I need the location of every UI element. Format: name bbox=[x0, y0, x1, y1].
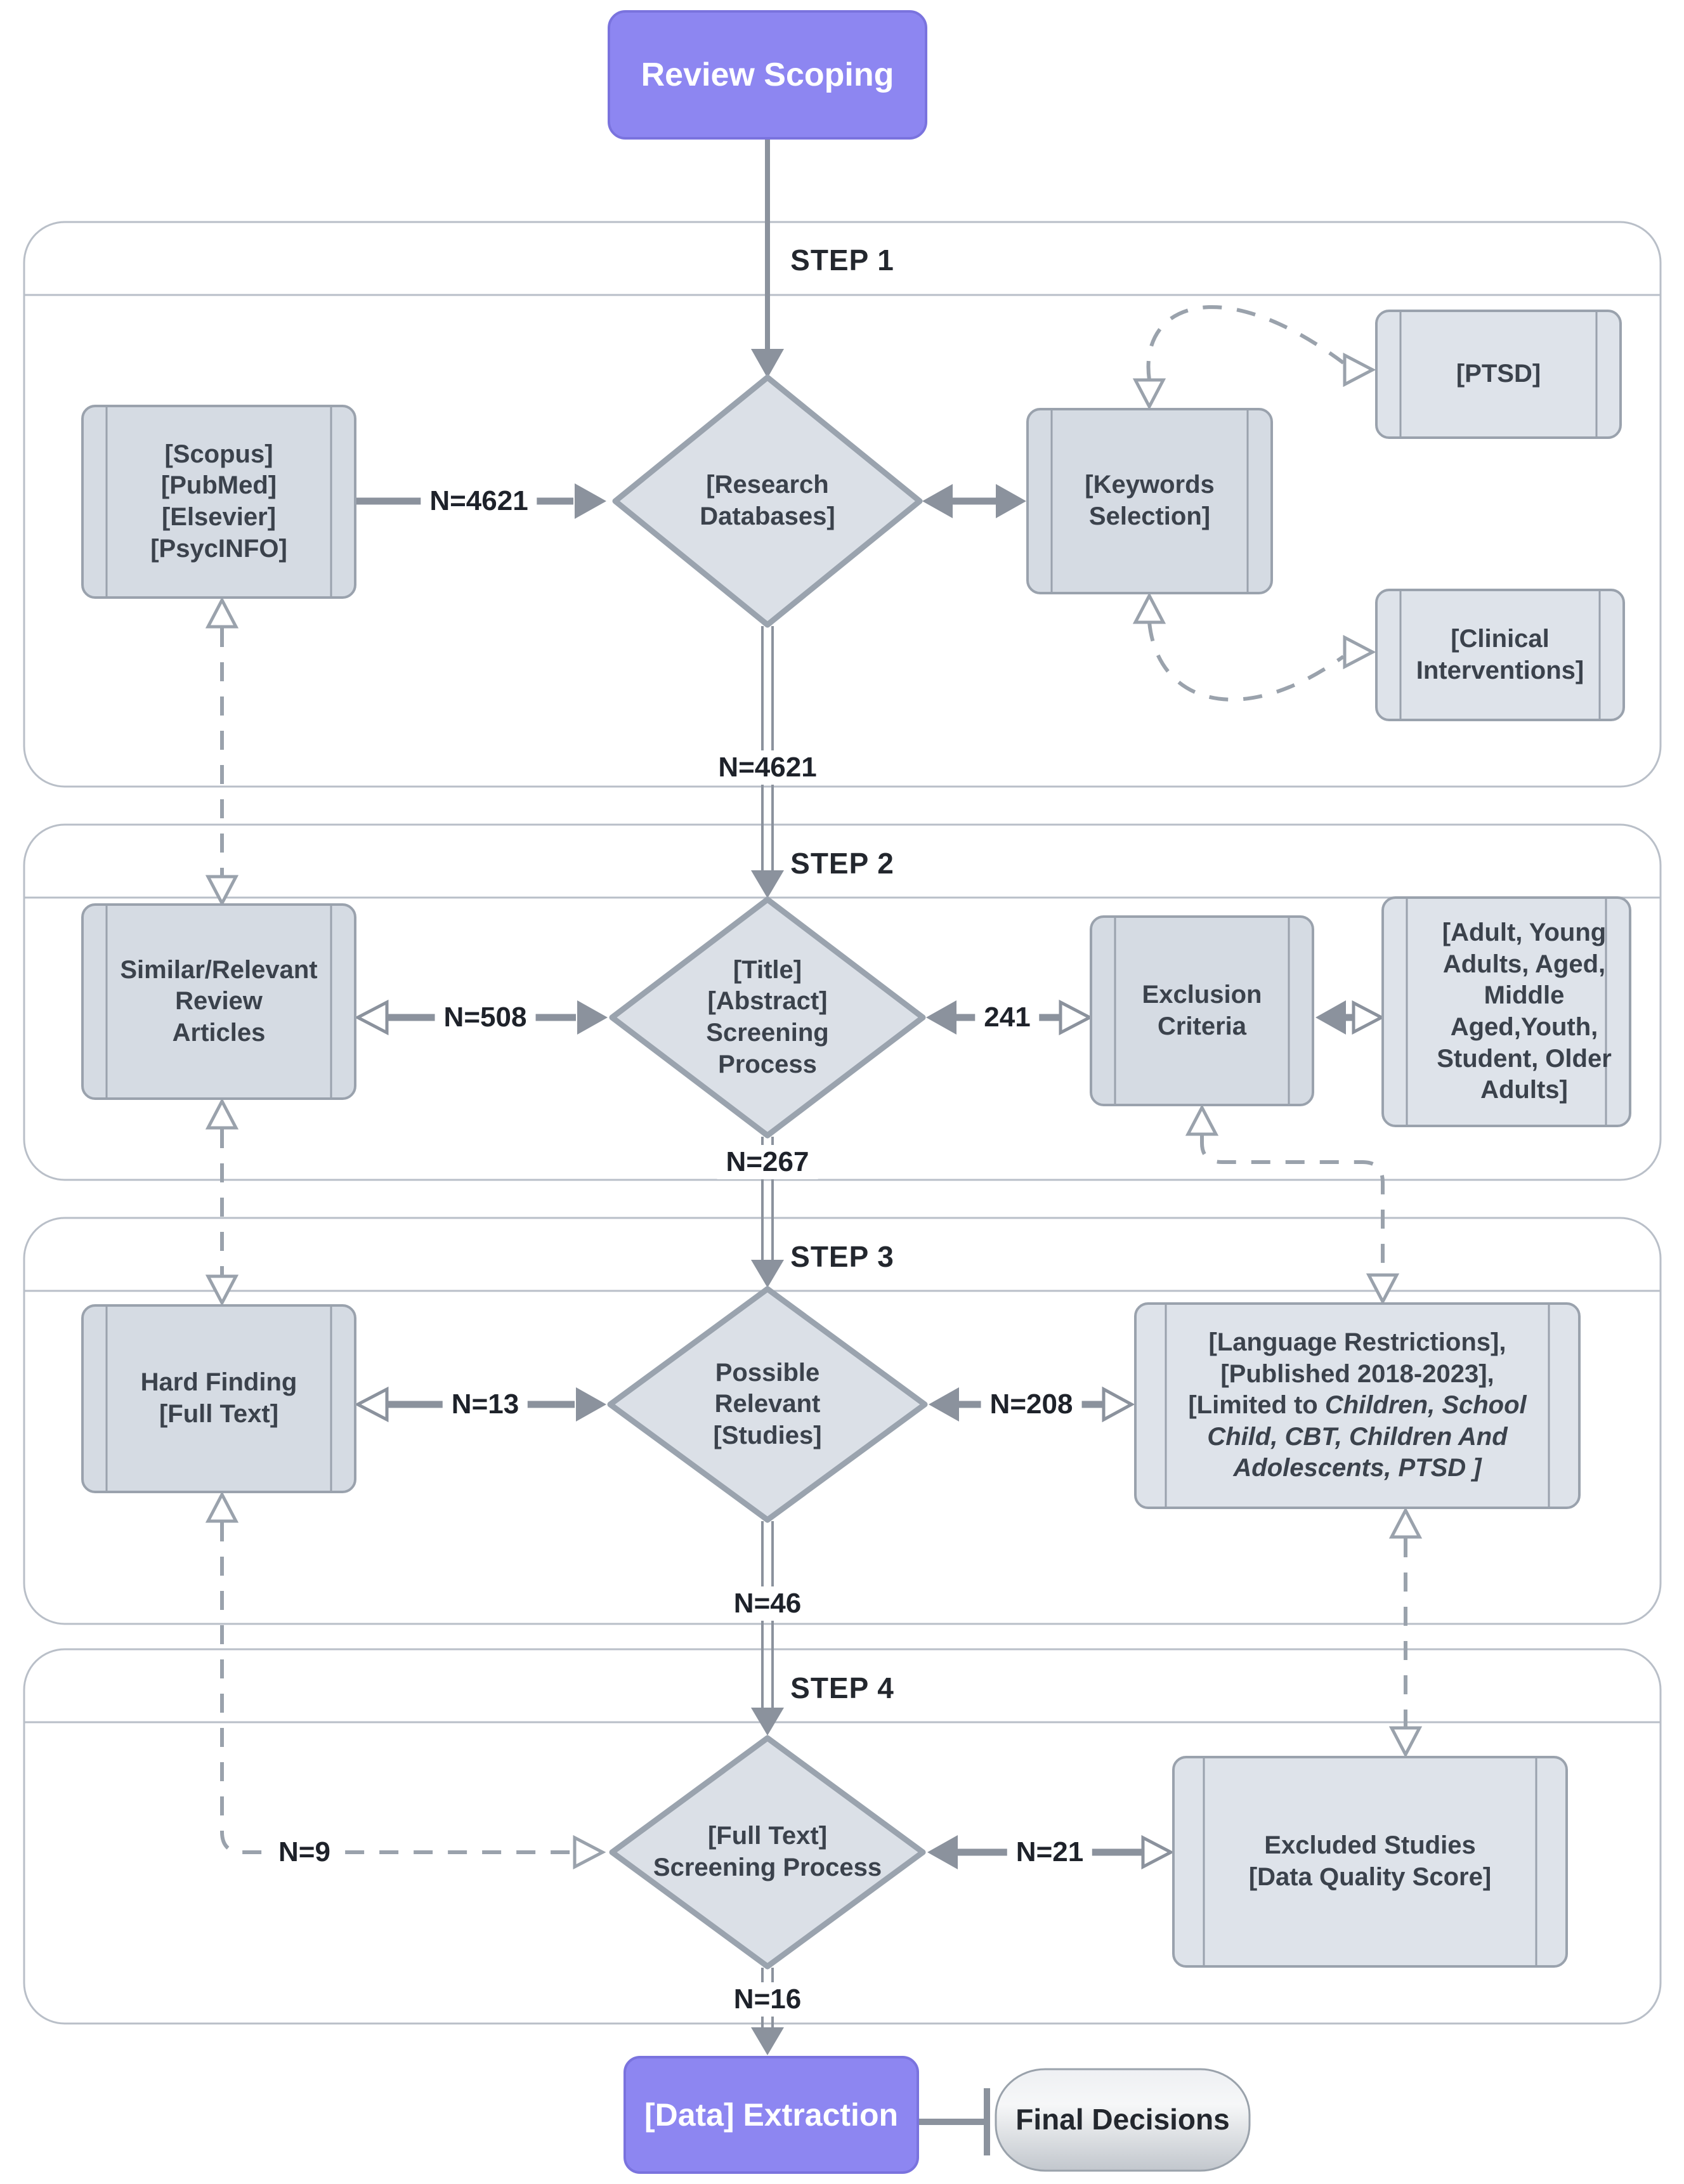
databases-node bbox=[81, 405, 356, 599]
start-node bbox=[608, 10, 927, 140]
arrow-start-to-research bbox=[751, 138, 784, 378]
dashed-hardfinding-to-fulltext bbox=[205, 1491, 606, 1870]
research-databases-diamond bbox=[612, 374, 923, 628]
connector-extraction-to-final bbox=[919, 2088, 990, 2155]
edge-label-databases-to-research: N=4621 bbox=[421, 484, 537, 518]
edge-label-relevant-to-full-text: N=46 bbox=[724, 1586, 811, 1621]
exclusion-criteria-node bbox=[1090, 915, 1314, 1106]
edge-label-relevant-to-hard-finding: N=13 bbox=[442, 1387, 528, 1422]
dashed-exclusion-to-restrictions bbox=[1185, 1104, 1400, 1305]
data-extraction-node bbox=[623, 2056, 919, 2174]
title-abstract-diamond bbox=[609, 896, 926, 1139]
keywords-selection-node bbox=[1026, 408, 1273, 594]
dashed-databases-similar bbox=[205, 596, 239, 907]
edge-label-full-text-to-extraction: N=16 bbox=[724, 1982, 811, 2017]
arrow-exclusion-to-ageterms bbox=[1315, 1000, 1385, 1035]
final-decisions-node bbox=[995, 2068, 1251, 2172]
step2-label: STEP 2 bbox=[790, 847, 894, 880]
edge-label-research-to-screening: N=4621 bbox=[709, 750, 826, 785]
full-text-screening-diamond bbox=[609, 1735, 926, 1970]
edge-label-screening-to-similar: N=508 bbox=[434, 1000, 536, 1035]
arrow-research-to-screening bbox=[751, 626, 784, 898]
edge-label-screening-to-exclusion: 241 bbox=[975, 1000, 1040, 1035]
clinical-interventions-node bbox=[1375, 589, 1625, 721]
dashed-similar-hardfinding bbox=[205, 1097, 239, 1307]
hard-finding-node bbox=[81, 1304, 356, 1493]
restrictions-node bbox=[1134, 1302, 1581, 1509]
dashed-keywords-to-clinical bbox=[1132, 592, 1376, 702]
dashed-restrictions-excluded bbox=[1388, 1507, 1423, 1758]
step3-label: STEP 3 bbox=[790, 1240, 894, 1273]
step4-label: STEP 4 bbox=[790, 1671, 894, 1704]
edge-label-screening-to-relevant: N=267 bbox=[717, 1145, 818, 1179]
ptsd-node bbox=[1375, 310, 1622, 439]
similar-review-node bbox=[81, 903, 356, 1100]
arrow-research-keywords bbox=[922, 484, 1026, 518]
step1-label: STEP 1 bbox=[790, 244, 894, 277]
age-terms-node bbox=[1381, 896, 1631, 1127]
edge-label-relevant-to-restrictions: N=208 bbox=[981, 1387, 1082, 1422]
dashed-keywords-to-ptsd bbox=[1132, 305, 1376, 410]
excluded-studies-node bbox=[1172, 1756, 1568, 1968]
edge-label-full-text-to-excluded: N=21 bbox=[1007, 1835, 1093, 1869]
possible-relevant-diamond bbox=[607, 1286, 928, 1523]
edge-label-hard-finding-to-full-text: N=9 bbox=[270, 1835, 339, 1869]
